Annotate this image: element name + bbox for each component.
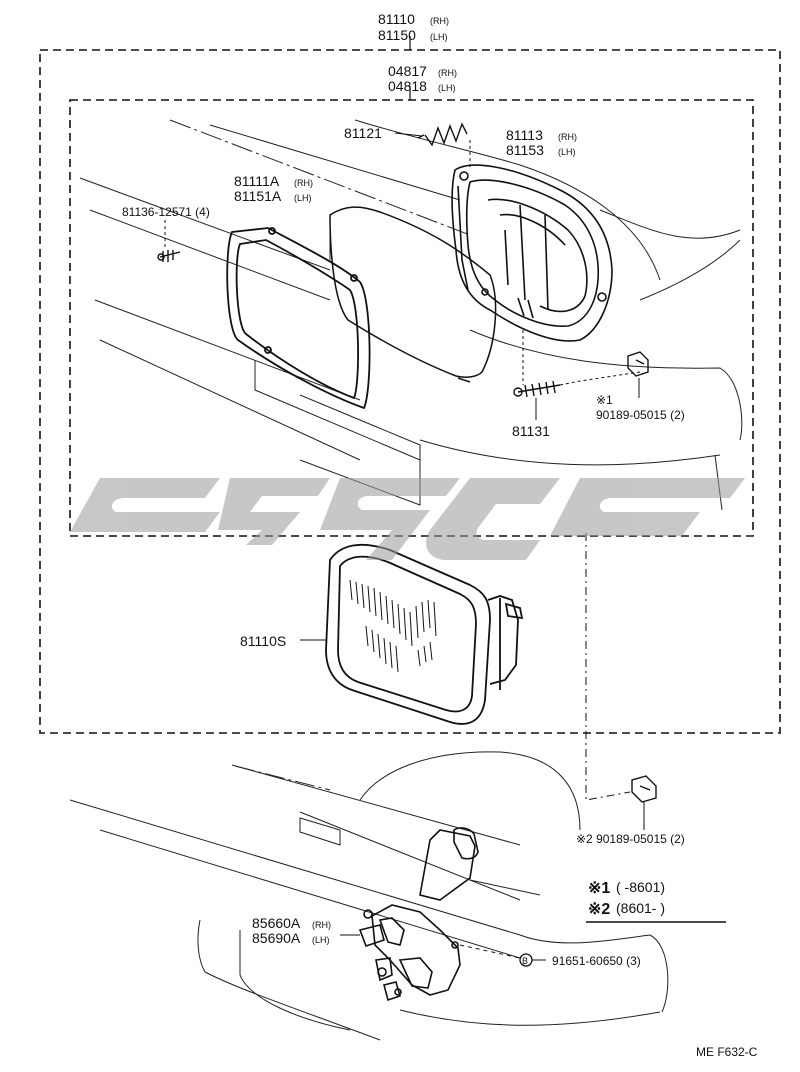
legend-row2-mark: ※2: [588, 901, 610, 918]
label-clip-note: ※1: [596, 393, 613, 407]
footer-reference: ME F632-C: [696, 1045, 758, 1059]
legend-row1-mark: ※1: [588, 880, 610, 897]
label-sealed-beam: 81110S: [240, 633, 286, 649]
mounting-panel: [329, 206, 497, 383]
assembly-outline: [39, 49, 781, 734]
clip-lower: [631, 775, 657, 803]
label-rim-rh: 81111A: [234, 173, 280, 189]
headlamp-housing: [451, 164, 613, 342]
label-clip-part: 90189-05015 (2): [596, 408, 685, 422]
legend-row1-text: ( -8601): [616, 879, 665, 895]
label-bolt-mark: B: [522, 956, 528, 966]
headlamp-cleaner: [358, 827, 479, 1002]
clip-upper: [627, 351, 649, 377]
label-assembly-rh: 81110: [378, 11, 415, 27]
brand-watermark: [70, 478, 745, 560]
adjusting-spring: [417, 122, 468, 147]
body-panel-lines-lower: [69, 751, 669, 1041]
label-rim-lh: 81151A: [234, 188, 282, 204]
lens-pattern: [349, 579, 437, 673]
label-assembly-rh-side: (RH): [430, 16, 449, 26]
label-cleaner-lh: 85690A: [252, 930, 301, 946]
label-unit-lh-side: (LH): [438, 83, 456, 93]
label-housing-lh: 81153: [506, 142, 544, 158]
legend-row2-text: (8601- ): [616, 900, 665, 916]
label-unit-lh: 04818: [388, 78, 427, 94]
label-unit-rh-side: (RH): [438, 68, 457, 78]
adjusting-screw: [513, 380, 561, 398]
labels: 81110 (RH) 81150 (LH) 04817 (RH) 04818 (…: [122, 11, 758, 1059]
headlamp-rim: [226, 227, 371, 410]
unit-outline: [69, 99, 754, 537]
label-cleaner-lh-side: (LH): [312, 935, 330, 945]
label-rim-rh-side: (RH): [294, 178, 313, 188]
label-adjust-screw: 81131: [512, 423, 550, 439]
label-rim-screw: 81136-12571 (4): [122, 205, 210, 219]
label-spring: 81121: [344, 125, 382, 141]
label-clip2-part: ※2 90189-05015 (2): [576, 832, 685, 846]
label-housing-rh-side: (RH): [558, 132, 577, 142]
rim-screw: [157, 250, 181, 262]
label-cleaner-rh: 85660A: [252, 915, 301, 931]
label-cleaner-rh-side: (RH): [312, 920, 331, 930]
label-assembly-lh: 81150: [378, 27, 416, 43]
label-rim-lh-side: (LH): [294, 193, 312, 203]
label-assembly-lh-side: (LH): [430, 32, 448, 42]
label-unit-rh: 04817: [388, 63, 427, 79]
body-panel-lines-upper: [79, 119, 743, 511]
label-housing-rh: 81113: [506, 127, 543, 143]
label-bolt-part: 91651-60650 (3): [552, 954, 641, 968]
label-housing-lh-side: (LH): [558, 147, 576, 157]
sealed-beam-unit: [325, 543, 524, 725]
